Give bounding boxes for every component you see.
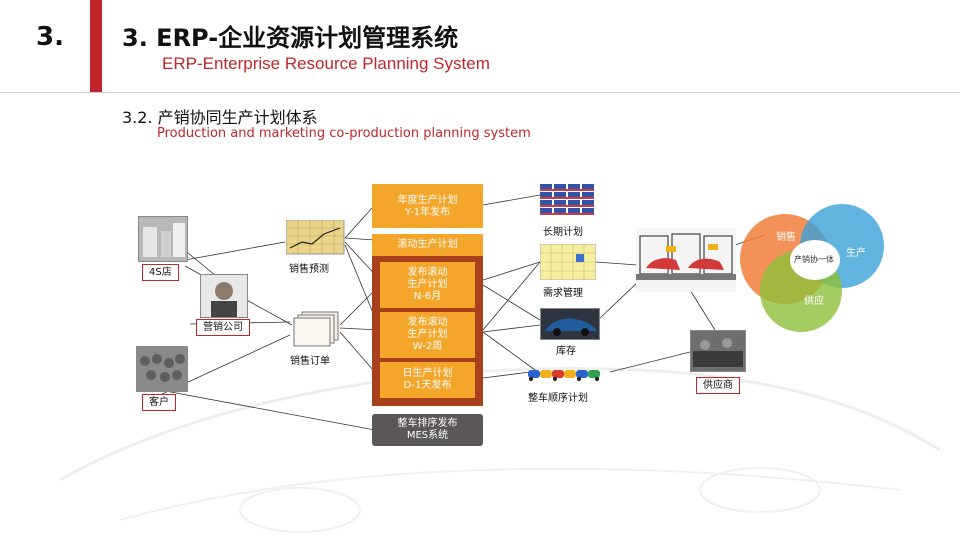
section-number: 3. bbox=[36, 22, 64, 52]
accent-bar bbox=[90, 0, 102, 92]
venn-center bbox=[790, 240, 840, 280]
sales-company-tag: 营销公司 bbox=[196, 319, 250, 336]
sales-order-label: 销售订单 bbox=[290, 356, 330, 367]
annual-plan-line2: Y-1年发布 bbox=[405, 207, 450, 218]
long-term-plan-label: 长期计划 bbox=[543, 227, 583, 238]
annual-plan-line1: 年度生产计划 bbox=[397, 195, 458, 206]
venn-center-label: 产销协一体 bbox=[794, 255, 834, 264]
rolling-weekly-line1: 发布滚动 bbox=[407, 317, 448, 328]
mes-line1: 整车排序发布 bbox=[397, 418, 458, 429]
supplier-photo bbox=[690, 330, 746, 372]
mes-box: 整车排序发布 MES系统 bbox=[372, 414, 483, 446]
long-term-plan-icon bbox=[540, 184, 594, 215]
venn-supply-label: 供应 bbox=[804, 296, 824, 307]
annual-plan-box: 年度生产计划 Y-1年发布 bbox=[372, 184, 483, 228]
demand-mgmt-label: 需求管理 bbox=[543, 288, 583, 299]
daily-plan-box: 日生产计划 D-1天发布 bbox=[380, 362, 475, 398]
customer-photo bbox=[136, 346, 188, 392]
sequence-cars-icon bbox=[528, 370, 600, 381]
section-subtitle: Production and marketing co-production p… bbox=[157, 126, 531, 141]
section-title: 3.2. 产销协同生产计划体系 bbox=[122, 108, 318, 127]
sequence-plan-label: 整车顺序计划 bbox=[528, 393, 588, 404]
sales-forecast-label: 销售预测 bbox=[289, 264, 329, 275]
daily-plan-line1: 日生产计划 bbox=[402, 368, 453, 379]
rolling-monthly-line1: 发布滚动 bbox=[407, 267, 448, 278]
header-divider bbox=[0, 92, 960, 93]
demand-grid-icon bbox=[540, 244, 596, 280]
rolling-plan-header: 滚动生产计划 bbox=[372, 234, 483, 256]
rolling-weekly-box: 发布滚动 生产计划 W-2周 bbox=[380, 312, 475, 358]
rolling-weekly-line3: W-2周 bbox=[412, 341, 443, 352]
rolling-monthly-box: 发布滚动 生产计划 N-6月 bbox=[380, 262, 475, 308]
venn-production-label: 生产 bbox=[846, 248, 866, 259]
rolling-monthly-line2: 生产计划 bbox=[407, 279, 448, 290]
mes-line2: MES系统 bbox=[406, 430, 449, 441]
daily-plan-line2: D-1天发布 bbox=[403, 380, 452, 391]
dealer-tag: 4S店 bbox=[142, 264, 179, 281]
inventory-label: 库存 bbox=[556, 346, 576, 357]
page-subtitle: ERP-Enterprise Resource Planning System bbox=[162, 54, 490, 73]
rolling-weekly-line2: 生产计划 bbox=[407, 329, 448, 340]
rolling-monthly-line3: N-6月 bbox=[413, 291, 442, 302]
venn-sales-label: 销售 bbox=[776, 232, 796, 243]
rolling-plan-header-text: 滚动生产计划 bbox=[397, 239, 458, 250]
factory-assembly-icon bbox=[636, 228, 736, 292]
order-documents-icon bbox=[293, 311, 339, 347]
sales-company-photo bbox=[200, 274, 248, 318]
background-car-sketch bbox=[59, 367, 941, 533]
inventory-car-photo bbox=[540, 308, 600, 340]
customer-tag: 客户 bbox=[142, 394, 176, 411]
forecast-chart-icon bbox=[286, 220, 345, 255]
supplier-tag: 供应商 bbox=[696, 377, 740, 394]
page-title: 3. ERP-企业资源计划管理系统 bbox=[122, 24, 459, 52]
dealer-photo bbox=[138, 216, 188, 262]
